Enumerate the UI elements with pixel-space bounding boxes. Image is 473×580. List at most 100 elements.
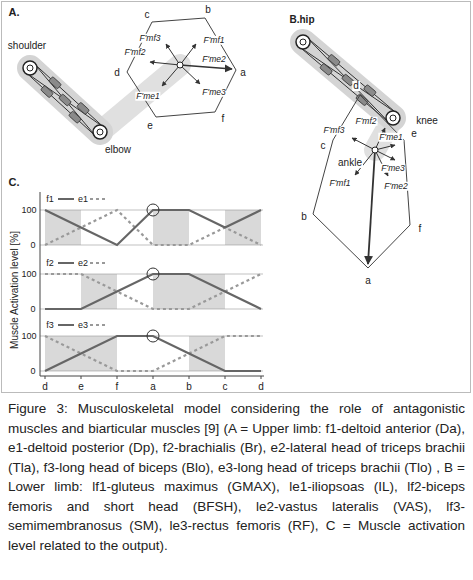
drawing-stroke — [45, 274, 261, 309]
drawing-stroke — [81, 274, 117, 309]
drawing-stroke — [45, 210, 81, 245]
figure-label: e2 — [77, 259, 89, 268]
figure-label: 0 — [29, 241, 36, 250]
drawing-stroke — [81, 376, 82, 379]
drawing-stroke — [59, 94, 72, 107]
figure-label: d — [113, 68, 121, 78]
figure-label: Muscle Activation level [%] — [10, 230, 20, 350]
drawing-stroke — [90, 198, 108, 200]
figure-label: shoulder — [7, 41, 47, 51]
figure-label: F'mf1 — [203, 36, 226, 45]
drawing-stroke — [127, 18, 236, 117]
drawing-stroke — [386, 111, 400, 125]
drawing-stroke — [189, 376, 190, 379]
figure-label: e1 — [77, 195, 89, 204]
drawing-stroke — [77, 102, 90, 115]
drawing-stroke — [2, 2, 471, 393]
drawing-stroke — [162, 65, 180, 86]
drawing-stroke — [296, 35, 310, 49]
figure-label: c — [320, 141, 327, 151]
figure-label: f — [418, 224, 423, 234]
figure-label: b — [204, 5, 212, 15]
drawing-stroke — [45, 336, 261, 371]
drawing-stroke — [327, 54, 340, 66]
figure-label: 100 — [20, 206, 37, 215]
figure-label: C. — [8, 177, 21, 188]
figure-label: 100 — [20, 270, 37, 279]
figure-label: a — [364, 276, 372, 286]
drawing-stroke — [368, 150, 375, 264]
drawing-stroke — [352, 138, 375, 150]
drawing-stroke — [320, 63, 333, 75]
drawing-stroke — [147, 330, 159, 342]
drawing-stroke — [40, 85, 53, 98]
drawing-stroke — [390, 115, 396, 121]
drawing-stroke — [150, 62, 180, 65]
figure-label: F'me2 — [201, 55, 226, 64]
drawing-stroke — [27, 65, 33, 71]
drawing-stroke — [296, 35, 400, 125]
drawing-stroke — [300, 39, 306, 45]
drawing-stroke — [189, 336, 225, 371]
drawing-stroke — [180, 44, 196, 65]
drawing-stroke — [180, 65, 232, 69]
figure-label: F'me2 — [383, 182, 408, 191]
figure-label: e — [146, 121, 154, 131]
figure-label: F'mf2 — [355, 117, 378, 126]
figure-label: F'me3 — [380, 164, 405, 173]
drawing-stroke — [68, 111, 81, 124]
figure-label: f1 — [45, 195, 55, 204]
drawing-stroke — [40, 192, 41, 376]
figure-label: b — [185, 382, 193, 392]
figure-label: d — [41, 382, 49, 392]
figure-label: c — [144, 10, 151, 20]
figure-label: 100 — [20, 332, 37, 341]
drawing-stroke — [177, 62, 183, 68]
drawing-stroke — [90, 262, 108, 264]
drawing-stroke — [180, 65, 200, 84]
drawing-stroke — [100, 65, 180, 132]
figure-label: e3 — [77, 321, 89, 330]
drawing-stroke — [40, 376, 264, 377]
figure-label: F'mf3 — [323, 126, 346, 135]
drawing-stroke — [45, 274, 261, 309]
figure-label: F'mf1 — [329, 179, 352, 188]
drawing-stroke — [45, 376, 46, 379]
drawing-stroke — [58, 198, 74, 200]
figure-label: a — [239, 68, 247, 78]
figure-label: f — [221, 114, 226, 124]
figure-label: F'me3 — [201, 88, 226, 97]
drawing-stroke — [93, 125, 107, 139]
drawing-stroke — [261, 376, 262, 379]
figure-label: e — [77, 382, 85, 392]
figure-label: e — [410, 129, 418, 139]
figure-label: F'me1 — [135, 92, 160, 101]
drawing-stroke — [58, 262, 74, 264]
drawing-stroke — [117, 376, 118, 379]
drawing-stroke — [45, 336, 261, 371]
drawing-stroke — [153, 210, 189, 245]
drawing-stroke — [58, 324, 74, 326]
figure-label: 0 — [29, 305, 36, 314]
drawing-stroke — [372, 147, 378, 153]
drawing-stroke — [147, 268, 159, 280]
drawing-stroke — [307, 37, 397, 113]
drawing-stroke — [26, 72, 96, 136]
drawing-stroke — [299, 47, 397, 114]
drawing-stroke — [363, 84, 376, 96]
drawing-stroke — [307, 37, 389, 122]
figure-label: b — [300, 212, 308, 222]
figure-label: elbow — [104, 145, 132, 155]
drawing-stroke — [225, 376, 226, 379]
drawing-stroke — [45, 210, 261, 245]
figure-label: ankle — [337, 158, 363, 168]
drawing-stroke — [225, 210, 261, 245]
drawing-stroke — [90, 324, 108, 326]
drawing-stroke — [49, 77, 62, 90]
drawing-stroke — [153, 274, 225, 309]
figure-label: B.hip — [289, 15, 316, 25]
figure-label: A. — [8, 7, 21, 18]
figure-label: F'mf2 — [124, 48, 147, 57]
drawing-stroke — [26, 72, 104, 127]
